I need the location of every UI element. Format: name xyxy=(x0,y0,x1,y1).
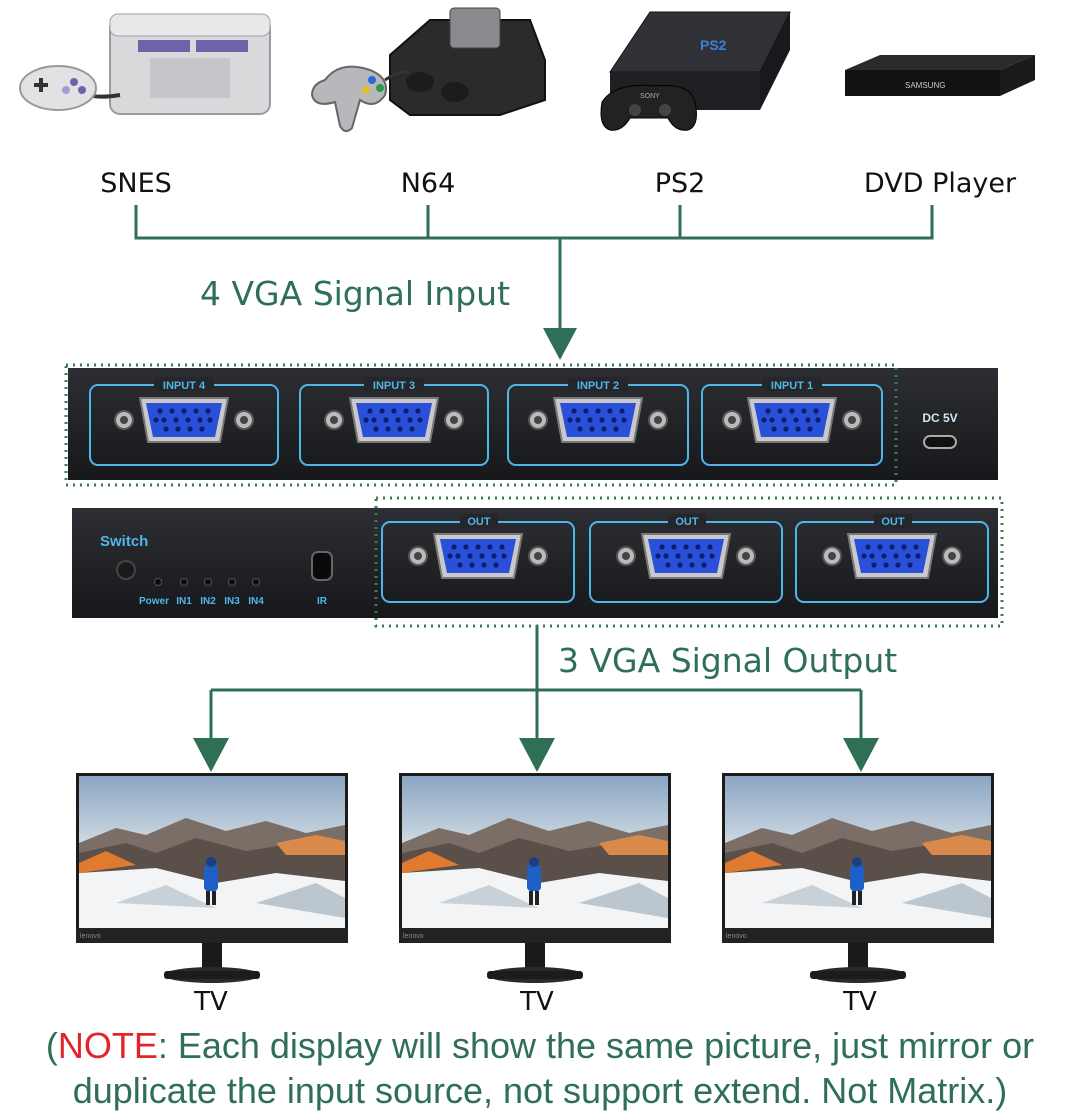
dvd-player-icon: SAMSUNG xyxy=(845,55,1035,96)
vga-port-output-2: OUT xyxy=(589,514,783,603)
input-2-label: INPUT 2 xyxy=(577,380,619,392)
note-line-2: duplicate the input source, not support … xyxy=(72,1070,1008,1111)
source-devices: PS2 SONY SAMSUNG xyxy=(19,7,1035,132)
output-arrow-1 xyxy=(193,738,229,772)
vga-port-input-1: INPUT 1 xyxy=(701,377,883,466)
input-bus-line xyxy=(134,205,934,240)
led-label-in1: IN1 xyxy=(176,596,192,607)
input-4-label: INPUT 4 xyxy=(163,380,206,392)
led-label-in4: IN4 xyxy=(248,596,264,607)
source-label-snes: SNES xyxy=(100,168,172,199)
switch-button[interactable] xyxy=(116,560,136,580)
led-label-in2: IN2 xyxy=(200,596,216,607)
tv-label-2: TV xyxy=(520,987,554,1017)
source-label-n64: N64 xyxy=(400,168,456,199)
n64-console-icon xyxy=(310,7,546,132)
monitor-3: lenovo xyxy=(722,773,994,983)
ir-label: IR xyxy=(317,596,328,607)
monitor-1: lenovo xyxy=(76,773,348,983)
tv-label-3: TV xyxy=(843,987,877,1017)
note-open-paren: ( xyxy=(45,1025,58,1066)
monitor-2: lenovo xyxy=(399,773,671,983)
dc-power-port: DC 5V xyxy=(922,411,958,449)
vga-switch-device: INPUT 4 INPUT 3 INPUT 2 INPUT 1 DC 5V Sw… xyxy=(64,363,1004,628)
monitor-1-brand: lenovo xyxy=(80,933,101,940)
vga-port-output-3: OUT xyxy=(795,514,989,603)
tv-label-1: TV xyxy=(194,987,228,1017)
source-label-dvd: DVD Player xyxy=(863,168,1017,199)
ir-receiver: IR xyxy=(311,551,333,607)
switch-label: Switch xyxy=(100,533,148,550)
led-label-in3: IN3 xyxy=(224,596,240,607)
monitor-3-brand: lenovo xyxy=(726,933,747,940)
dvd-brand-text: SAMSUNG xyxy=(905,81,945,90)
output-arrow-3 xyxy=(843,738,879,772)
output-caption: 3 VGA Signal Output xyxy=(558,641,898,680)
vga-port-input-3: INPUT 3 xyxy=(299,377,489,466)
vga-port-input-4: INPUT 4 xyxy=(89,377,279,466)
svg-text:PS2: PS2 xyxy=(700,37,727,53)
output-2-label: OUT xyxy=(675,516,699,528)
vga-port-input-2: INPUT 2 xyxy=(507,377,689,466)
input-dotted-frame xyxy=(64,363,898,487)
snes-console-icon xyxy=(19,13,271,115)
led-label-power: Power xyxy=(139,596,169,607)
output-1-label: OUT xyxy=(467,516,491,528)
vga-port-output-1: OUT xyxy=(381,514,575,603)
displays: lenovo lenovo lenovo xyxy=(76,773,994,983)
output-bus-line xyxy=(209,688,863,740)
input-caption: 4 VGA Signal Input xyxy=(200,274,511,313)
note-line-1-text: : Each display will show the same pictur… xyxy=(157,1025,1035,1066)
input-arrow xyxy=(543,328,577,360)
output-arrow-2 xyxy=(519,738,555,772)
input-3-label: INPUT 3 xyxy=(373,380,415,392)
input-1-label: INPUT 1 xyxy=(771,380,813,392)
led-indicators: Power IN1 IN2 IN3 IN4 xyxy=(139,578,264,607)
ps2-console-icon: PS2 SONY xyxy=(600,11,791,131)
ps2-brand-text: SONY xyxy=(640,93,660,100)
source-label-ps2: PS2 xyxy=(654,168,706,199)
note-keyword: NOTE xyxy=(57,1025,158,1066)
output-dotted-frame xyxy=(374,496,1004,628)
output-3-label: OUT xyxy=(881,516,905,528)
note-line-1: (NOTE: Each display will show the same p… xyxy=(0,1025,1080,1067)
dc-power-label: DC 5V xyxy=(922,411,957,425)
monitor-2-brand: lenovo xyxy=(403,933,424,940)
